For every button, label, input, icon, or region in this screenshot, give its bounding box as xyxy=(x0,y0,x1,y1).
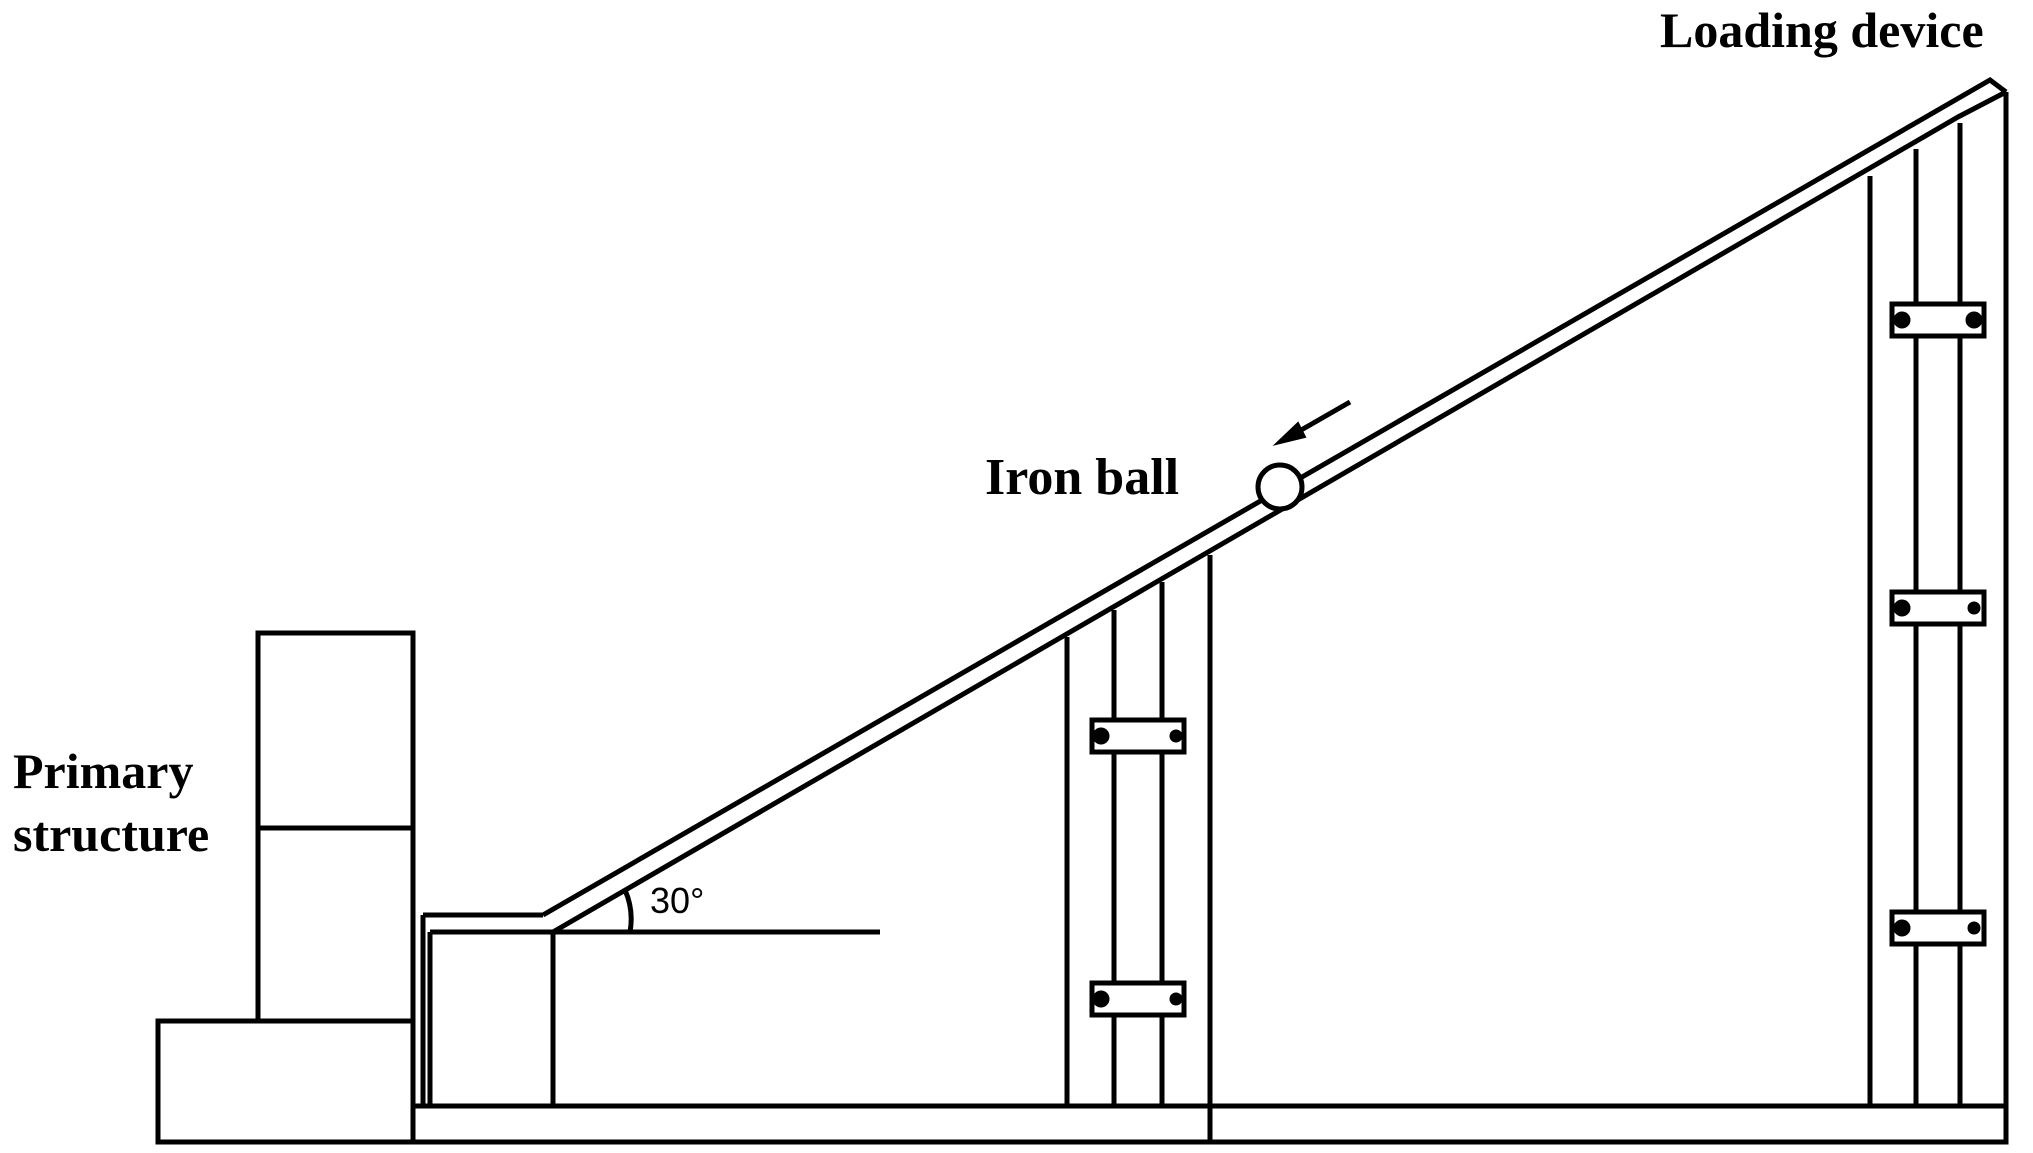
motion-arrow-icon xyxy=(1272,399,1352,446)
angle-arc xyxy=(622,888,634,933)
base-rail xyxy=(410,1103,2009,1145)
middle-clamp-lower xyxy=(1089,980,1187,1018)
primary-structure-label: Primary structure xyxy=(13,740,209,866)
primary-structure-base-block xyxy=(155,1018,416,1145)
right-clamp-top xyxy=(1889,301,1987,339)
right-clamp-middle xyxy=(1889,589,1987,627)
right-support-frame xyxy=(1867,123,1987,1106)
primary-structure xyxy=(155,630,416,1145)
middle-clamp-upper xyxy=(1089,717,1187,755)
iron-ball xyxy=(1255,462,1305,512)
primary-structure-label-line2: structure xyxy=(13,806,210,862)
inclined-ramp xyxy=(541,77,2009,1106)
middle-support-frame xyxy=(1064,555,1213,1106)
ramp-lower-edge xyxy=(551,89,2008,935)
iron-ball-label: Iron ball xyxy=(985,449,1180,506)
primary-structure-label-line1: Primary xyxy=(13,743,194,799)
angle-label: 30° xyxy=(650,880,705,921)
ramp-upper-edge xyxy=(541,77,2008,918)
loading-device-label: Loading device xyxy=(1660,2,1984,58)
landing-platform xyxy=(420,912,556,1106)
right-clamp-bottom xyxy=(1889,909,1987,947)
